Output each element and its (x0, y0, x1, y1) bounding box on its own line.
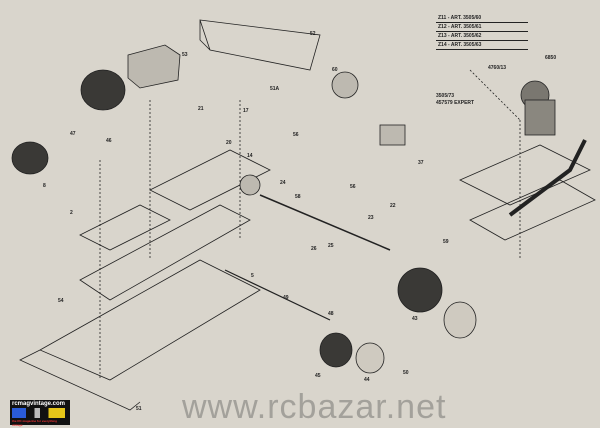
wheel (397, 267, 443, 313)
legend-row: Z13 - ART. 3505/62 (436, 32, 528, 41)
part-label: 56 (350, 184, 356, 190)
watermark: www.rcbazar.net (182, 388, 447, 426)
part-label: 56 (293, 132, 299, 138)
clutch (379, 124, 406, 146)
wheel (80, 69, 126, 111)
part-label: 54 (58, 298, 64, 304)
wheel (355, 342, 385, 374)
gear (239, 174, 261, 196)
part-label: 47 (70, 131, 76, 137)
logo-text: rcmagvintage.com (12, 401, 66, 407)
part-label: 58 (295, 194, 301, 200)
front-plate (79, 204, 171, 251)
part-label: 8 (43, 183, 46, 189)
part-label: 53 (182, 52, 188, 58)
part-label: 60 (332, 67, 338, 73)
part-label: 26 (311, 246, 317, 252)
part-label: 14 (247, 153, 253, 159)
dashed-guides (99, 69, 521, 380)
part-label: 6850 (545, 55, 557, 61)
legend-row: Z11 - ART. 3505/60 (436, 14, 528, 23)
part-label: 44 (364, 377, 370, 383)
wheel (11, 141, 49, 175)
logo-tagline: the RC magazine for everything vintage (12, 419, 58, 427)
part-label: 48 (328, 311, 334, 317)
part-label: 51A (270, 86, 280, 92)
site-logo: rcmagvintage.com the RC magazine for eve… (10, 400, 70, 427)
part-number-legend: Z11 - ART. 3505/60 Z12 - ART. 3505/61 Z1… (436, 14, 528, 50)
exhaust-pipe (508, 139, 587, 217)
part-label: 2 (70, 210, 73, 216)
part-label: 21 (198, 106, 204, 112)
part-label: 25 (328, 243, 334, 249)
part-label: 5 (251, 273, 254, 279)
legend-row: Z12 - ART. 3505/61 (436, 23, 528, 32)
part-label: 24 (280, 180, 286, 186)
wheel (443, 301, 477, 339)
engine-block (524, 99, 556, 136)
part-label: 51 (136, 406, 142, 412)
part-label: 20 (226, 140, 232, 146)
legend-footer-label: 457579 EXPERT (436, 100, 475, 106)
part-label: 22 (390, 203, 396, 209)
rear-axle (259, 194, 391, 251)
legend-row: Z14 - ART. 3505/63 (436, 41, 528, 50)
part-label: 37 (418, 160, 424, 166)
gear (331, 71, 359, 99)
fuel-tank (127, 44, 181, 89)
part-label: 49 (283, 295, 289, 301)
body-cover (199, 19, 321, 71)
part-label: 46 (106, 138, 112, 144)
part-label: 45 (315, 373, 321, 379)
lower-chassis-plate (19, 259, 261, 411)
middle-chassis-plate (79, 204, 251, 301)
part-label: 59 (443, 239, 449, 245)
drive-shaft (224, 269, 331, 321)
right-chassis-plate (459, 144, 596, 241)
wheel (319, 332, 353, 368)
part-label: 4760/13 (488, 65, 507, 71)
legend-footer: 3505/73 457579 EXPERT (436, 93, 474, 107)
part-label: 52 (310, 31, 316, 37)
part-label: 23 (368, 215, 374, 221)
legend-footer-code: 3505/73 (436, 93, 455, 99)
part-label: 50 (403, 370, 409, 376)
logo-image (12, 408, 68, 418)
part-label: 17 (243, 108, 249, 114)
upper-chassis-plate (149, 149, 271, 211)
part-label: 43 (412, 316, 418, 322)
